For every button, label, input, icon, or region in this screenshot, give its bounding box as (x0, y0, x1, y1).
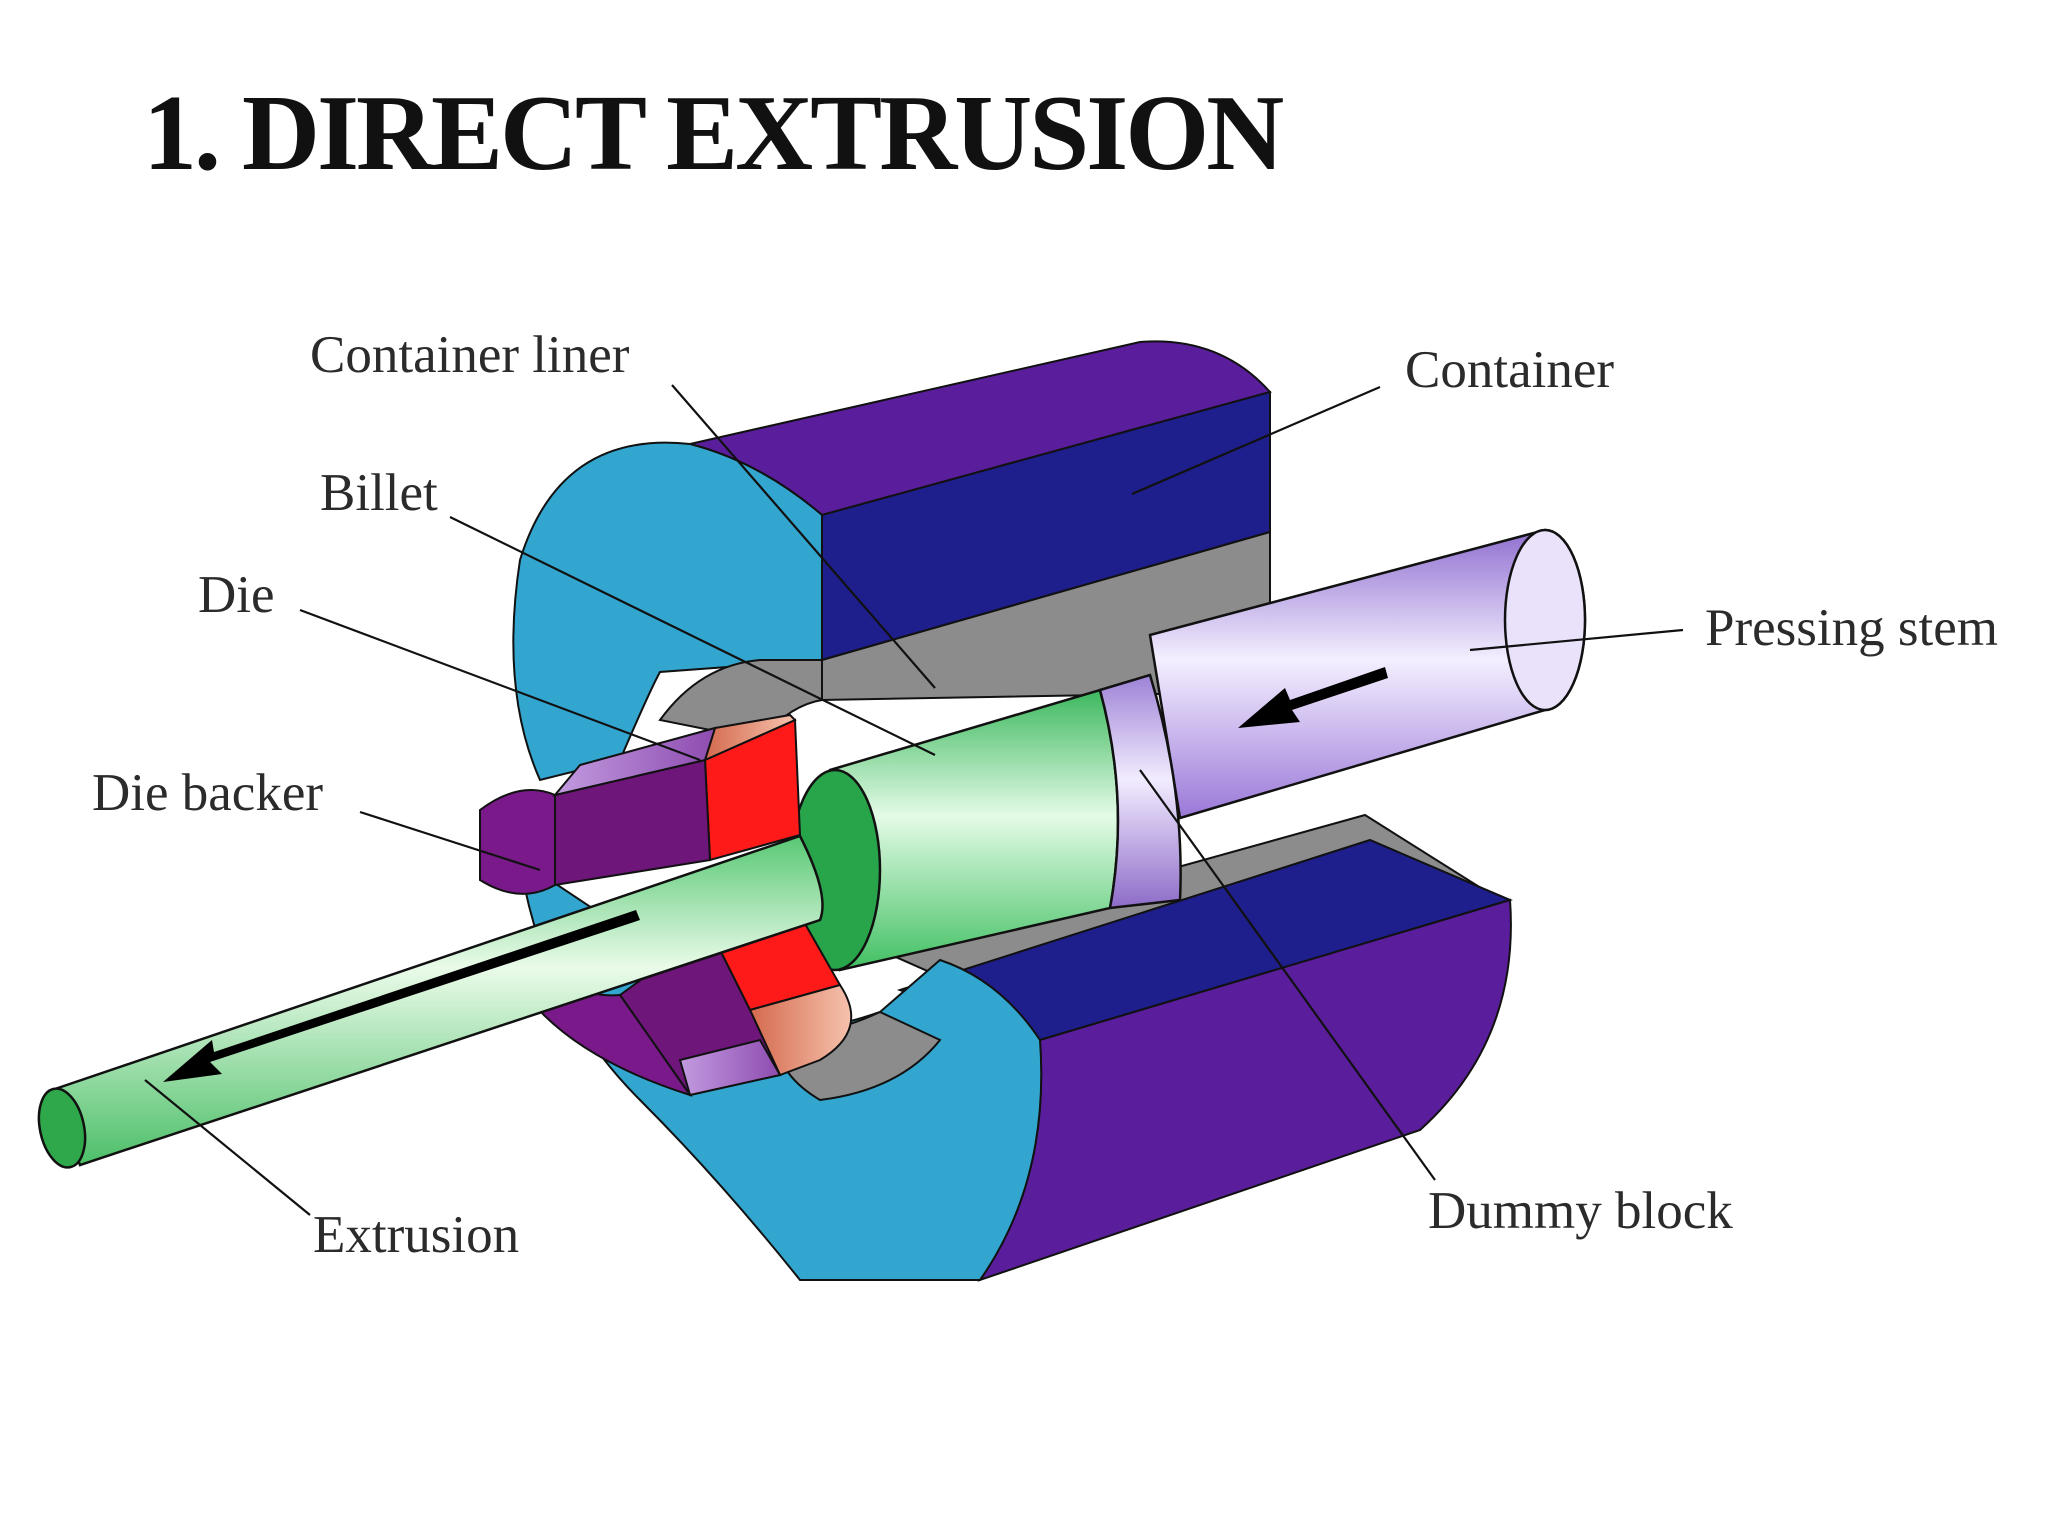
leader-die-backer (359, 810, 541, 872)
die-backer-upper-highlight (552, 726, 717, 797)
leader-die (299, 608, 701, 762)
leader-extrusion (144, 1079, 311, 1216)
label-die: Die (198, 566, 275, 624)
die-backer-upper-face (479, 789, 556, 895)
dummy-block (1098, 673, 1182, 910)
stem-motion-arrow (1238, 667, 1388, 728)
label-billet: Billet (320, 464, 438, 522)
container-lower (877, 813, 1513, 1282)
leader-billet (449, 516, 936, 756)
leader-dummy-block (1139, 769, 1436, 1181)
labels: Container liner Container Billet Die Pre… (92, 326, 1998, 1264)
extrusion-rod (37, 834, 824, 1169)
slide-title: 1. DIRECT EXTRUSION (143, 74, 1284, 193)
die-backer-lower-highlight (678, 1038, 782, 1097)
label-container-liner: Container liner (310, 326, 630, 384)
leader-pressing-stem (1469, 628, 1684, 652)
label-dummy-block: Dummy block (1428, 1182, 1733, 1240)
label-container: Container (1405, 341, 1614, 399)
pressing-stem (1148, 528, 1587, 820)
leader-container (1131, 385, 1381, 496)
label-extrusion: Extrusion (313, 1206, 519, 1264)
die-lower-pink (748, 983, 853, 1077)
leader-container-liner (671, 384, 936, 689)
container-face-upper (512, 441, 823, 782)
extrusion-motion-arrow (163, 910, 640, 1082)
label-pressing-stem: Pressing stem (1705, 599, 1998, 657)
leader-lines (144, 384, 1684, 1216)
label-die-backer: Die backer (92, 764, 323, 822)
